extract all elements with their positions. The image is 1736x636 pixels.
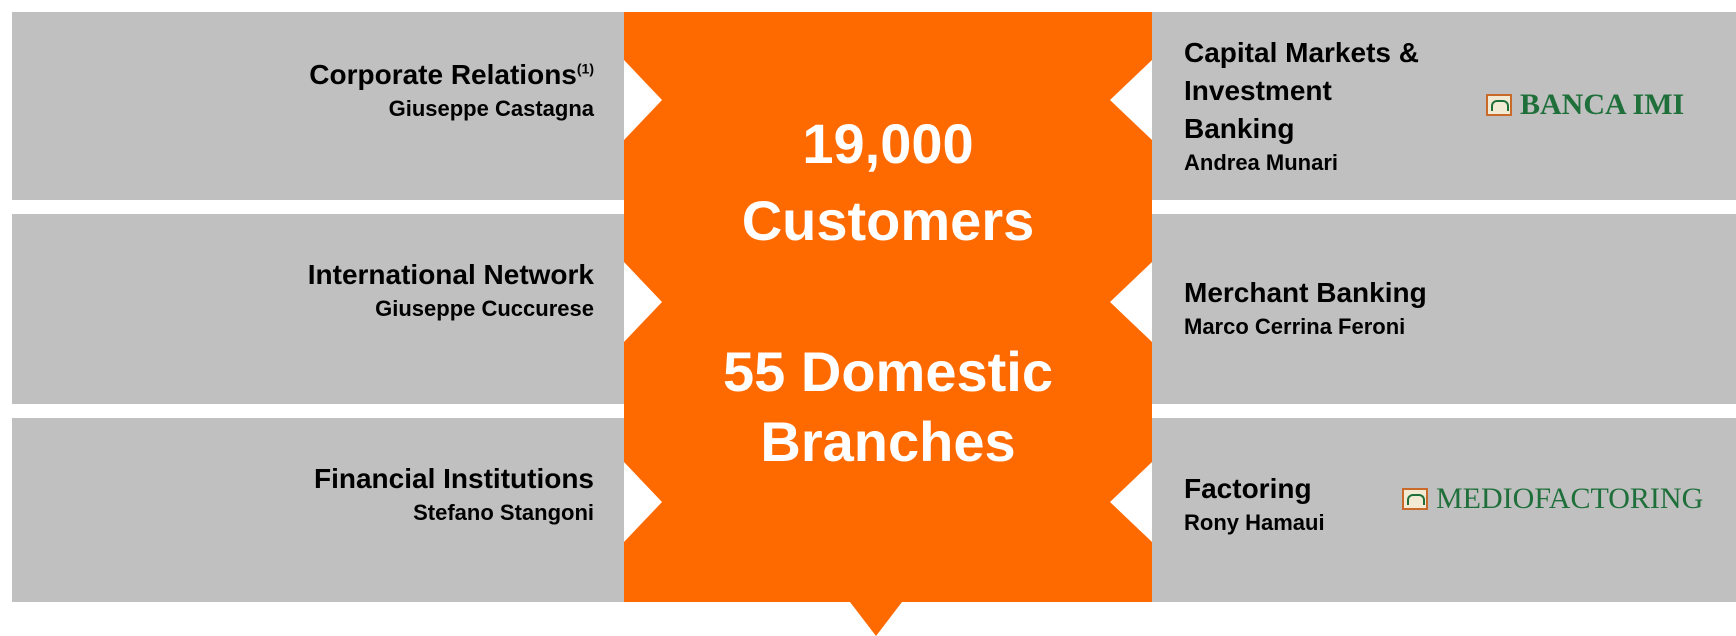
unit-person: Giuseppe Cuccurese [375,296,594,321]
unit-capital-markets: Capital Markets & Investment Banking And… [1184,34,1419,178]
unit-title: Merchant Banking [1184,277,1427,308]
unit-person: Giuseppe Castagna [388,96,594,121]
band-merchant-banking: Merchant Banking Marco Cerrina Feroni [1152,214,1736,404]
unit-title: Corporate Relations [309,59,577,90]
central-hub-polygon [624,12,1152,636]
unit-title-line: Investment [1184,75,1332,106]
banca-imi-logo: BANCA IMI [1486,88,1684,122]
mediofactoring-logo-icon [1402,488,1428,510]
unit-title: Financial Institutions [313,463,594,494]
unit-person: Rony Hamaui [1184,510,1325,535]
banca-imi-logo-icon [1486,94,1512,116]
unit-financial-institutions: Financial Institutions Stefano Stangoni [314,460,594,528]
unit-title-line: Capital Markets & [1184,37,1419,68]
band-financial-institutions: Financial Institutions Stefano Stangoni [12,418,624,602]
customers-count: 19,000 [802,112,974,175]
unit-factoring: Factoring Rony Hamaui [1184,470,1325,538]
unit-person: Marco Cerrina Feroni [1184,314,1406,339]
unit-title-line: Banking [1184,113,1295,144]
band-factoring: Factoring Rony Hamaui MEDIOFACTORING [1152,418,1736,602]
unit-merchant-banking: Merchant Banking Marco Cerrina Feroni [1184,274,1427,342]
unit-international-network: International Network Giuseppe Cuccurese [308,256,594,324]
unit-person: Stefano Stangoni [413,500,594,525]
mediofactoring-logo-text: MEDIOFACTORING [1436,482,1704,515]
footnote-marker: (1) [576,60,594,77]
unit-title: International Network [307,259,594,290]
branches-label: Branches [760,410,1016,473]
unit-title: Factoring [1184,473,1312,504]
unit-corporate-relations: Corporate Relations(1) Giuseppe Castagna [309,56,594,124]
band-international-network: International Network Giuseppe Cuccurese [12,214,624,404]
banca-imi-logo-text: BANCA IMI [1520,88,1685,121]
unit-person: Andrea Munari [1184,150,1339,175]
band-capital-markets: Capital Markets & Investment Banking And… [1152,12,1736,200]
branches-count: 55 Domestic [723,340,1053,403]
customers-label: Customers [741,189,1035,252]
band-corporate-relations: Corporate Relations(1) Giuseppe Castagna [12,12,624,200]
mediofactoring-logo: MEDIOFACTORING [1402,482,1703,516]
